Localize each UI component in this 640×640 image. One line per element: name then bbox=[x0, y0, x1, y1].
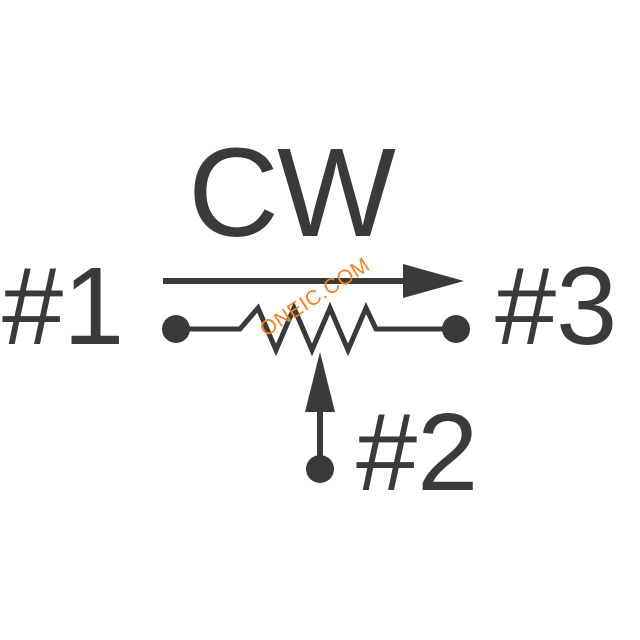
resistor-zigzag bbox=[176, 301, 456, 357]
wiper-arrow-head bbox=[305, 352, 335, 412]
pin-2-label: #2 bbox=[356, 391, 479, 514]
pin-1-label: #1 bbox=[2, 245, 125, 368]
cw-arrow bbox=[163, 264, 464, 298]
cw-arrow-head bbox=[403, 264, 464, 298]
wiper-arrow bbox=[305, 352, 335, 469]
terminal-1-dot bbox=[162, 315, 190, 343]
terminal-3-dot bbox=[442, 315, 470, 343]
pin-3-label: #3 bbox=[495, 245, 618, 368]
direction-label: CW bbox=[188, 122, 396, 263]
